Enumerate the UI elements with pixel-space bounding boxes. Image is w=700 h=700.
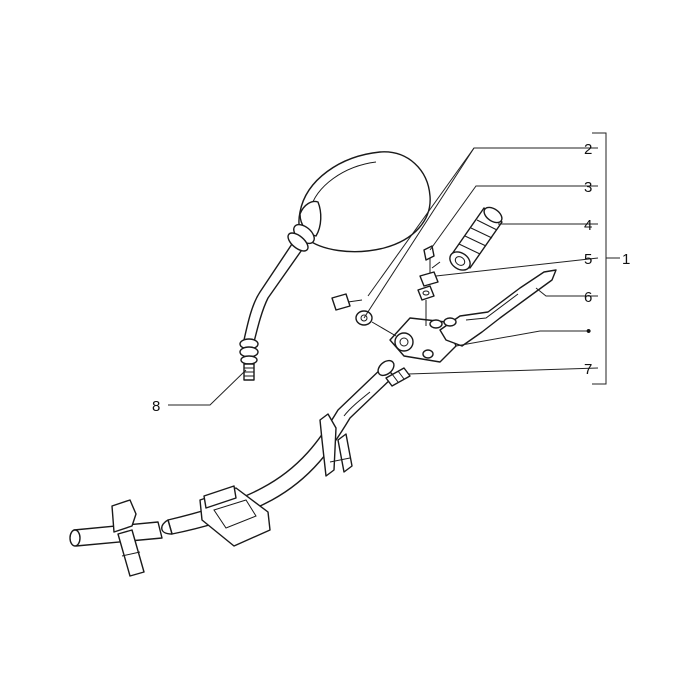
callout-label-4: 4 <box>584 217 592 234</box>
mirror-stem <box>239 223 315 381</box>
lever-perch <box>389 317 457 363</box>
pivot-bolt <box>331 293 363 311</box>
handle-grip <box>449 206 503 271</box>
leader-lines <box>168 132 620 406</box>
callout-label-7: 7 <box>584 361 592 378</box>
callout-label-2: 2 <box>584 141 592 158</box>
clutch-lever <box>439 269 557 347</box>
cable-adjuster <box>385 367 411 387</box>
callout-label-5: 5 <box>584 251 592 268</box>
spring-washer <box>419 261 441 287</box>
callout-label-6: 6 <box>584 289 592 306</box>
callout-label-1: 1 <box>622 251 630 268</box>
handlebar-bracket-right <box>319 413 353 477</box>
pivot-washer <box>355 310 397 337</box>
callout-label-dot: • <box>586 323 591 340</box>
handlebar-bracket-center <box>199 485 271 547</box>
screw <box>423 245 435 276</box>
callout-label-8: 8 <box>152 398 160 415</box>
handlebar-bracket-left <box>111 499 145 577</box>
rear-view-mirror <box>298 151 431 253</box>
callout-label-3: 3 <box>584 179 592 196</box>
nut <box>417 285 435 326</box>
